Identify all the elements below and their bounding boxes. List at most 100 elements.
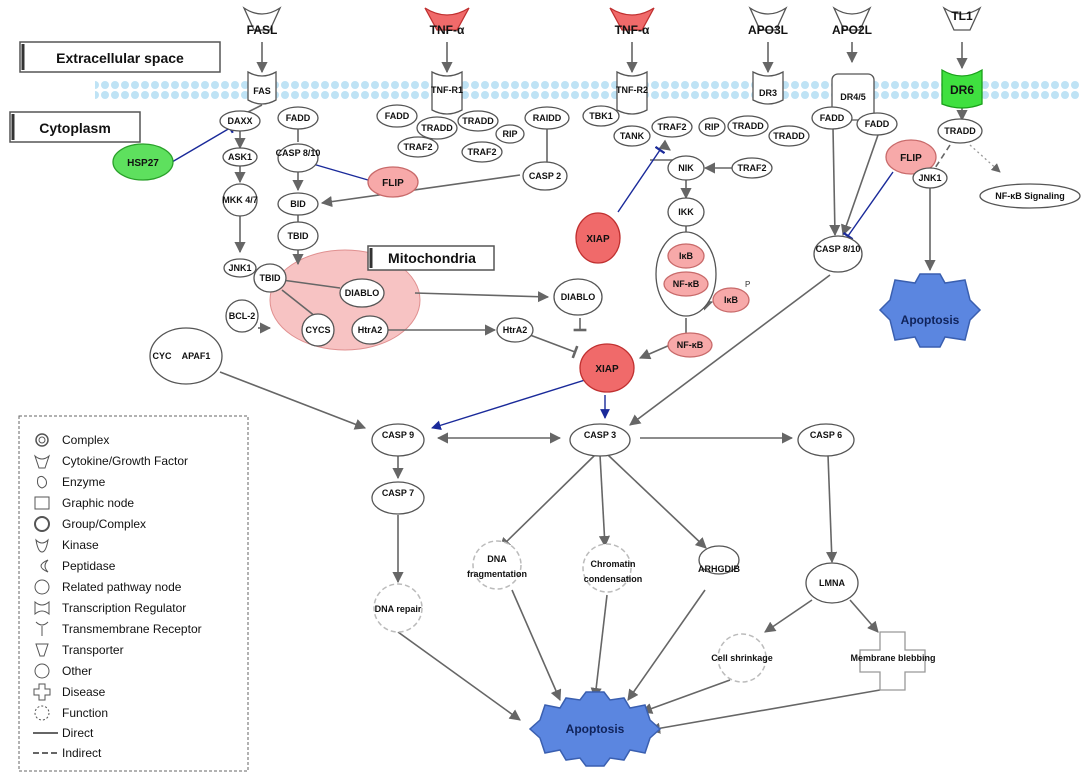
svg-text:TL1: TL1 [951,9,973,23]
svg-text:DR3: DR3 [759,88,777,98]
legend-icon-enzyme [37,475,47,489]
node-casp7: CASP 7 [371,481,425,515]
svg-text:Cell shrinkage: Cell shrinkage [711,653,773,663]
svg-text:Transcription Regulator: Transcription Regulator [62,601,186,615]
node-hsp27: HSP27 [112,143,174,181]
svg-text:APO2L: APO2L [832,23,872,37]
svg-text:TBK1: TBK1 [589,111,613,121]
svg-text:CASP 9: CASP 9 [382,430,414,440]
svg-text:Membrane blebbing: Membrane blebbing [850,653,935,663]
svg-text:FADD: FADD [820,113,845,123]
svg-text:FADD: FADD [286,113,311,123]
legend-icon-related-pathway [34,579,50,595]
svg-text:BCL-2: BCL-2 [229,311,256,321]
node-casp810-a: CASP 8/10 [276,143,320,173]
node-cycs: CYCS [301,313,335,347]
node-traf2-b: TRAF2 [461,141,503,163]
node-rip-1: RIP [495,124,525,144]
ligand-fasl: FASL [242,6,282,37]
receptor-tnf-r1: TNF-R1 [431,70,463,115]
svg-text:TANK: TANK [620,131,645,141]
node-fadd-2: FADD [376,104,418,128]
svg-text:MKK 4/7: MKK 4/7 [222,195,258,205]
svg-text:DR6: DR6 [950,83,974,97]
svg-text:DNA repair: DNA repair [375,604,422,614]
node-tradd-3: TRADD [727,115,769,137]
svg-text:JNK1: JNK1 [918,173,941,183]
function-dna-repair: DNA repair [373,583,423,633]
svg-text:IκB: IκB [724,295,739,305]
svg-text:BID: BID [290,199,306,209]
mitochondria-label: Mitochondria [367,245,495,271]
legend-icon-transmembrane [35,621,49,636]
legend-icon-function [34,705,50,721]
svg-text:CASP 3: CASP 3 [584,430,616,440]
svg-text:FADD: FADD [385,111,410,121]
svg-text:RIP: RIP [704,122,719,132]
svg-text:RAIDD: RAIDD [533,113,562,123]
node-tradd-1: TRADD [416,116,458,140]
svg-text:CASP 6: CASP 6 [810,430,842,440]
svg-text:Disease: Disease [62,685,106,699]
svg-text:CASP 8/10: CASP 8/10 [816,244,861,254]
svg-text:TBID: TBID [260,273,281,283]
node-nfkb-signaling: NF-κB Signaling [979,183,1081,209]
svg-text:CASP 2: CASP 2 [529,171,561,181]
edges [219,42,1001,734]
ligand-tnf-alpha-1: TNF-α [424,7,470,37]
node-xiap-2: XIAP [579,343,635,393]
function-dna-fragmentation: DNA fragmentation [467,540,527,590]
node-traf2-d: TRAF2 [731,157,773,179]
svg-text:Transporter: Transporter [62,643,124,657]
node-tradd-5: TRADD [937,118,983,144]
svg-text:Extracellular space: Extracellular space [56,50,184,66]
svg-text:Transmembrane Receptor: Transmembrane Receptor [62,622,202,636]
node-cyc-apaf1-complex: CYC APAF1 [149,327,223,385]
svg-text:APAF1: APAF1 [182,351,211,361]
inhibition-edges [171,122,894,431]
node-casp2: CASP 2 [522,161,568,191]
node-apoptosis-1: Apoptosis [878,273,982,348]
svg-text:FLIP: FLIP [900,153,922,164]
legend-icon-group [34,516,50,532]
svg-text:Function: Function [62,706,108,720]
svg-text:TRAF2: TRAF2 [468,147,497,157]
svg-text:Complex: Complex [62,433,109,447]
svg-text:TNF-R2: TNF-R2 [616,85,648,95]
svg-text:TNF-α: TNF-α [615,23,650,37]
node-diablo-1: DIABLO [339,278,385,308]
svg-text:Mitochondria: Mitochondria [388,250,476,266]
svg-text:ARHGDIB: ARHGDIB [698,564,740,574]
legend-icon-graphic-node [34,496,50,510]
receptor-fas: FAS [247,70,277,105]
node-fadd-3: FADD [811,106,853,130]
svg-text:NF-κB: NF-κB [673,279,700,289]
svg-text:XIAP: XIAP [595,364,619,375]
svg-text:HtrA2: HtrA2 [358,325,383,335]
svg-text:DIABLO: DIABLO [345,288,380,298]
svg-text:Related pathway node: Related pathway node [62,580,182,594]
node-flip-2: FLIP [885,139,937,175]
ligand-tnf-alpha-2: TNF-α [609,7,655,37]
svg-text:TNF-R1: TNF-R1 [431,85,463,95]
legend: Complex Cytokine/Growth Factor Enzyme Gr… [18,415,249,772]
svg-text:Direct: Direct [62,726,94,740]
svg-text:FAS: FAS [253,86,271,96]
node-daxx: DAXX [219,110,261,132]
svg-text:Graphic node: Graphic node [62,496,134,510]
node-fadd-4: FADD [856,112,898,136]
svg-text:Peptidase: Peptidase [62,559,116,573]
svg-text:TRADD: TRADD [462,116,494,126]
svg-text:Cytoplasm: Cytoplasm [39,120,111,136]
svg-text:TRADD: TRADD [944,126,976,136]
node-htra2-a: HtrA2 [351,315,389,345]
svg-text:Other: Other [62,664,92,678]
svg-text:CYCS: CYCS [305,325,330,335]
svg-text:HSP27: HSP27 [127,158,159,169]
legend-icon-transcription [34,600,50,616]
node-tbk1: TBK1 [582,105,620,127]
function-cell-shrinkage: Cell shrinkage [711,633,773,683]
svg-text:RIP: RIP [502,129,517,139]
svg-text:Group/Complex: Group/Complex [62,517,146,531]
svg-text:TRADD: TRADD [732,121,764,131]
